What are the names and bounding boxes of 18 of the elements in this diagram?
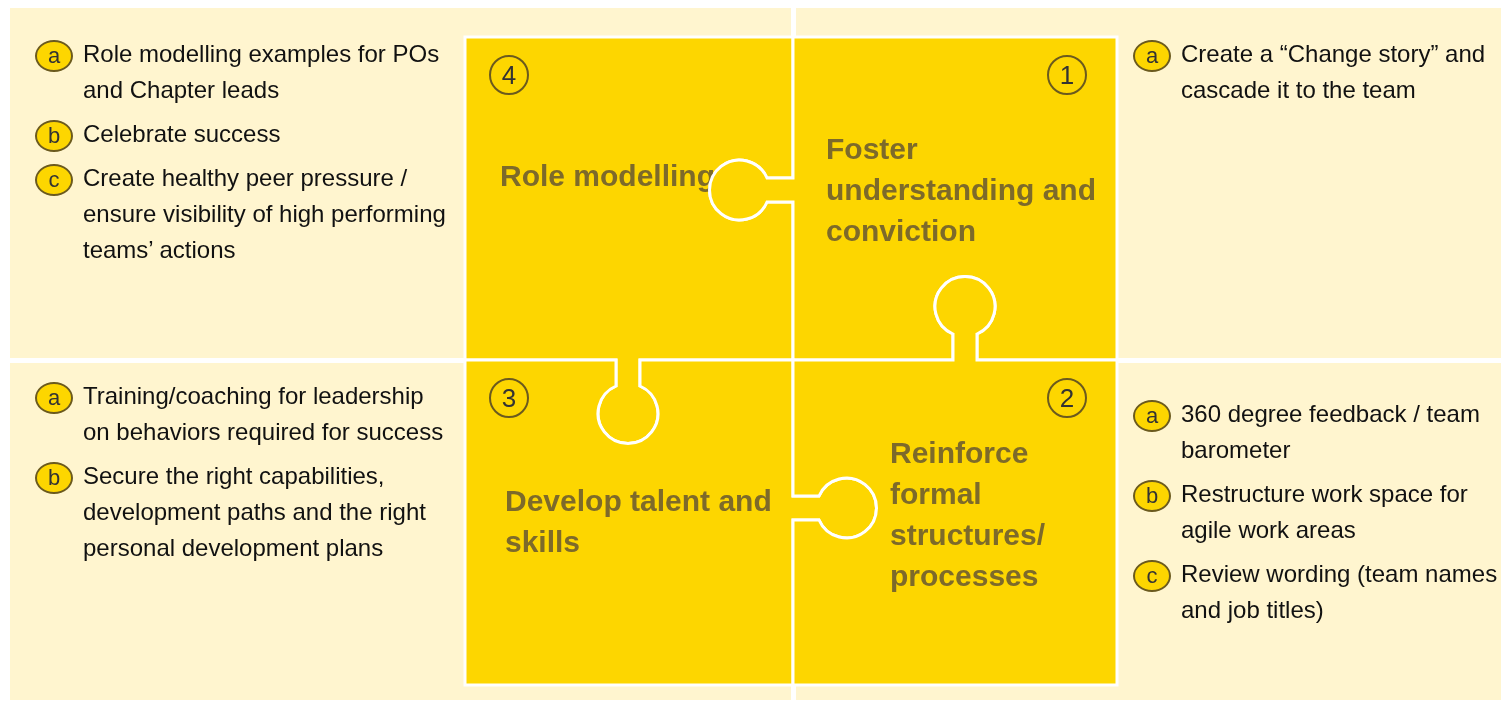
- list-item-text: Celebrate success: [83, 119, 281, 149]
- list-item-text: Create a “Change story” and cascade it to the team: [1181, 39, 1487, 105]
- piece-title: Foster understanding and conviction: [826, 131, 1097, 249]
- list-item-text: Training/coaching for leadership on behaviors required for success: [83, 381, 445, 447]
- piece-title: Develop talent and skills: [505, 483, 773, 560]
- list-item-text: Restructure work space for agile work areas: [1181, 479, 1469, 545]
- list-item-text: Role modelling examples for POs and Chapter leads: [83, 39, 441, 105]
- list-item-text: 360 degree feedback / team barometer: [1181, 399, 1481, 465]
- list-item-text: Secure the right capabilities, development paths and the right personal development plans: [83, 461, 427, 563]
- piece-title: Reinforce formal structures/ processes: [890, 435, 1047, 594]
- piece-title: Role modelling: [500, 158, 716, 194]
- step-number: 2: [1047, 378, 1087, 418]
- list-item-text: Review wording (team names and job titles): [1181, 559, 1499, 625]
- step-number: 4: [489, 55, 529, 95]
- list-item-text: Create healthy peer pressure / ensure visibility of high performing teams’ actions: [83, 163, 447, 265]
- step-number: 3: [489, 378, 529, 418]
- puzzle-piece: [793, 274, 1117, 685]
- step-number: 1: [1047, 55, 1087, 95]
